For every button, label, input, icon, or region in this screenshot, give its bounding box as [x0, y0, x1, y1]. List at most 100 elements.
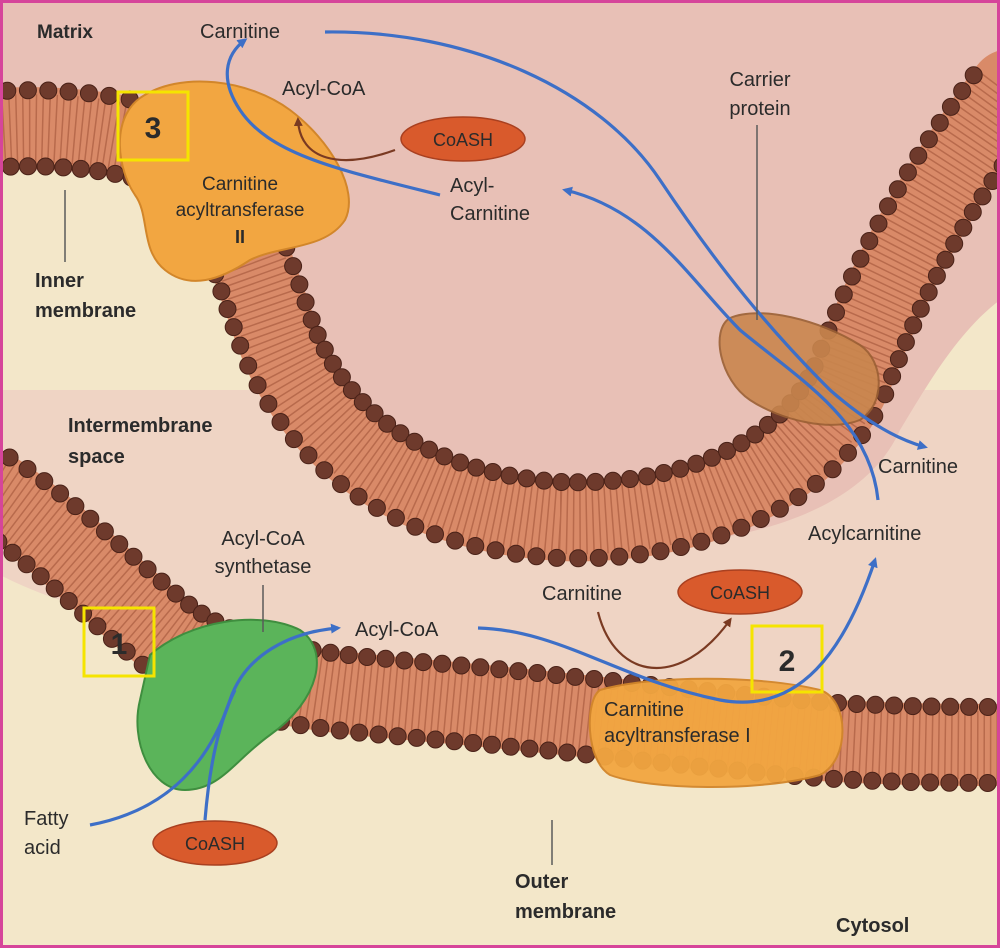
inner-membrane-head: [547, 548, 566, 567]
outer-membrane-head: [941, 697, 960, 716]
outer-membrane-head: [81, 509, 100, 528]
outer-membrane-head: [547, 666, 566, 684]
inner-membrane-head: [349, 487, 368, 506]
outer-membrane-head: [31, 567, 50, 586]
inner-membrane-head: [569, 473, 587, 492]
inner-membrane-head: [671, 459, 690, 478]
outer-membrane-head: [509, 662, 528, 681]
inner-membrane-head: [36, 157, 55, 176]
outer-membrane-head: [426, 730, 445, 749]
outer-membrane-head: [117, 642, 136, 661]
coash-oval-mid: [677, 569, 803, 615]
label-acyl-carnitine-1: Acyl-: [450, 175, 494, 197]
inner-membrane-head: [500, 466, 519, 485]
outer-membrane-head: [17, 555, 36, 574]
inner-membrane-head: [770, 499, 789, 518]
outer-membrane-head: [45, 579, 64, 598]
label-cat1-2: acyltransferase I: [604, 725, 751, 747]
inner-membrane-head: [651, 542, 670, 561]
inner-membrane-head: [271, 413, 290, 431]
label-acs-2: synthetase: [215, 556, 312, 578]
inner-membrane-head: [909, 146, 928, 165]
inner-membrane-head: [446, 531, 465, 550]
inner-membrane-head: [589, 548, 608, 567]
outer-membrane-head: [903, 697, 922, 716]
inner-membrane-head: [746, 425, 765, 444]
inner-membrane-head: [758, 415, 777, 434]
outer-membrane-head: [882, 772, 901, 791]
outer-membrane-head: [452, 656, 471, 675]
inner-membrane-head: [751, 510, 770, 528]
outer-membrane-head: [847, 695, 866, 713]
inner-membrane-head: [883, 367, 902, 386]
inner-membrane-head: [941, 97, 960, 116]
inner-membrane-head: [896, 333, 915, 352]
inner-membrane-head: [284, 257, 303, 276]
inner-membrane-head: [290, 275, 309, 294]
outer-membrane-head: [358, 648, 377, 666]
inner-membrane-head: [79, 84, 98, 103]
inner-membrane-head: [963, 203, 982, 221]
outer-membrane-head: [539, 741, 558, 760]
inner-membrane-head: [71, 159, 90, 178]
outer-membrane-head: [311, 719, 330, 737]
inner-membrane-head: [517, 469, 536, 488]
label-fatty-1: Fatty: [24, 808, 68, 830]
inner-membrane-head: [888, 180, 907, 199]
coash-oval-top: [400, 116, 526, 162]
inner-membrane-head: [630, 545, 649, 564]
inner-membrane-head: [466, 537, 485, 555]
inner-membrane-head: [527, 547, 546, 566]
inner-membrane-head: [945, 234, 964, 253]
inner-membrane-head: [323, 354, 342, 373]
outer-membrane-head: [102, 629, 121, 648]
inner-membrane-head: [18, 81, 37, 100]
coash-oval-bottom: [152, 820, 278, 866]
inner-membrane-head: [898, 163, 917, 182]
outer-membrane-head: [960, 697, 979, 716]
outer-membrane-head: [433, 654, 452, 673]
inner-membrane-head: [100, 86, 119, 105]
arrow-acyl-coa-to-acylcarnitine: [477, 557, 878, 704]
inner-membrane-head: [483, 463, 502, 481]
inner-membrane-head: [954, 218, 973, 237]
inner-membrane-head: [851, 249, 870, 268]
arrow-carnitine-to-coash-mid: [596, 611, 732, 670]
inner-membrane-head: [224, 318, 243, 337]
outer-membrane-head: [0, 448, 19, 467]
inner-membrane-head: [315, 461, 334, 480]
inner-membrane-head: [231, 336, 250, 355]
outer-membrane-head: [414, 653, 433, 672]
inner-membrane-head: [879, 197, 897, 216]
inner-membrane-head: [919, 283, 938, 302]
inner-membrane-head: [692, 532, 711, 551]
inner-membrane-head: [552, 473, 571, 491]
inner-membrane-head: [365, 404, 384, 423]
label-cat2-2: acyltransferase: [176, 200, 305, 221]
inner-membrane-head: [860, 232, 879, 250]
inner-membrane-head: [927, 266, 946, 285]
label-acyl-coa-top: Acyl-CoA: [282, 78, 366, 100]
outer-membrane-head: [501, 737, 520, 756]
inner-membrane-head: [904, 316, 923, 335]
outer-membrane-head: [18, 460, 37, 478]
inner-membrane-head: [889, 350, 908, 369]
inner-membrane-head: [638, 467, 657, 486]
inner-membrane-head: [239, 356, 258, 375]
inner-membrane-head: [315, 340, 334, 359]
inner-membrane-head: [911, 299, 930, 318]
outer-membrane-head: [445, 732, 464, 751]
inner-membrane-head: [702, 448, 721, 467]
inner-membrane-head: [299, 446, 318, 465]
outer-membrane-head: [866, 695, 885, 714]
inner-membrane-head: [54, 158, 73, 177]
inner-membrane-head: [59, 82, 78, 101]
label-carrier-2: protein: [729, 98, 790, 120]
outer-membrane-head: [339, 646, 358, 664]
outer-membrane-head: [192, 604, 211, 623]
inner-membrane-head: [621, 470, 639, 488]
outer-membrane-head: [558, 743, 577, 762]
label-carnitine-mid: Carnitine: [542, 583, 622, 605]
